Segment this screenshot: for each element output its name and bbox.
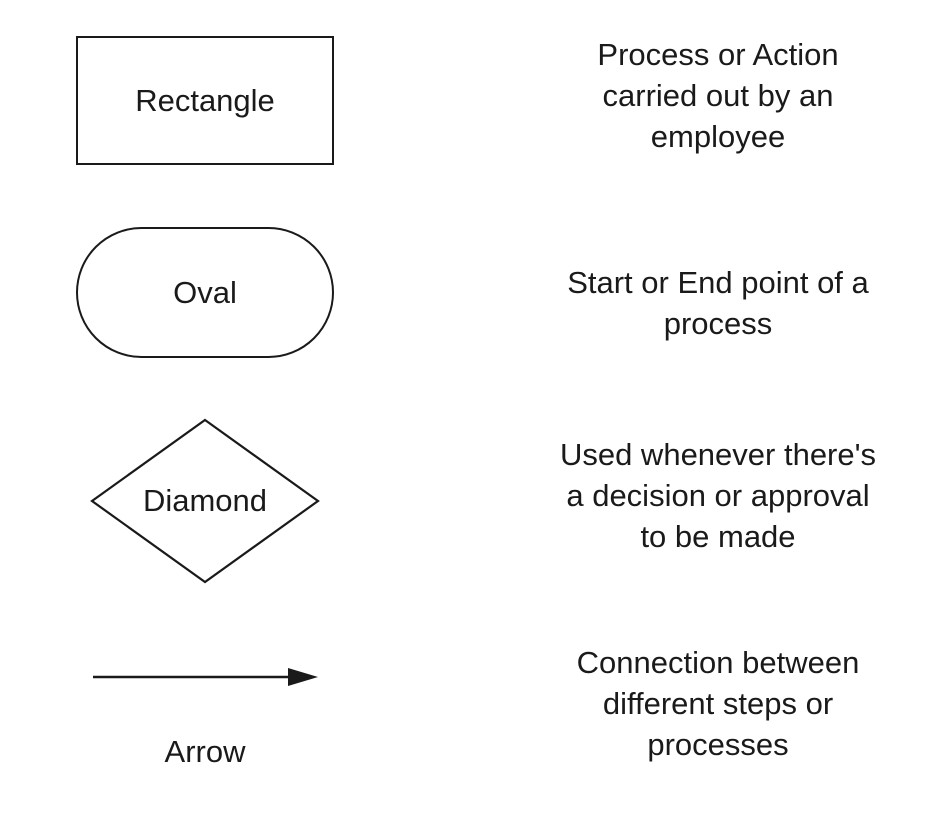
- rectangle-description: Process or Action carried out by an empl…: [520, 34, 916, 157]
- diamond-outline: [90, 418, 320, 584]
- arrow-shape: [93, 668, 318, 686]
- description-line: processes: [647, 727, 789, 762]
- description-line: process: [663, 306, 773, 341]
- oval-description: Start or End point of a process: [520, 262, 916, 344]
- description-line: to be made: [640, 519, 796, 554]
- rectangle-label: Rectangle: [135, 82, 275, 118]
- description-line: Start or End point of a: [567, 265, 869, 300]
- diamond-description: Used whenever there's a decision or appr…: [520, 434, 916, 557]
- diamond-label-box: Diamond: [90, 418, 320, 584]
- description-line: employee: [650, 119, 786, 154]
- arrow-head-icon: [288, 668, 318, 686]
- arrow-label: Arrow: [164, 734, 246, 769]
- oval-shape: Oval: [76, 227, 334, 358]
- description-line: Connection between: [576, 645, 860, 680]
- diamond-label: Diamond: [142, 483, 268, 518]
- description-line: Process or Action: [597, 37, 839, 72]
- rectangle-shape: Rectangle: [76, 36, 334, 165]
- description-line: carried out by an: [602, 78, 834, 113]
- diamond-shape: [90, 418, 320, 584]
- description-line: Used whenever there's: [559, 437, 877, 472]
- oval-label: Oval: [173, 274, 237, 310]
- description-line: different steps or: [602, 686, 834, 721]
- arrow-description: Connection between different steps or pr…: [520, 642, 916, 765]
- description-line: a decision or approval: [566, 478, 870, 513]
